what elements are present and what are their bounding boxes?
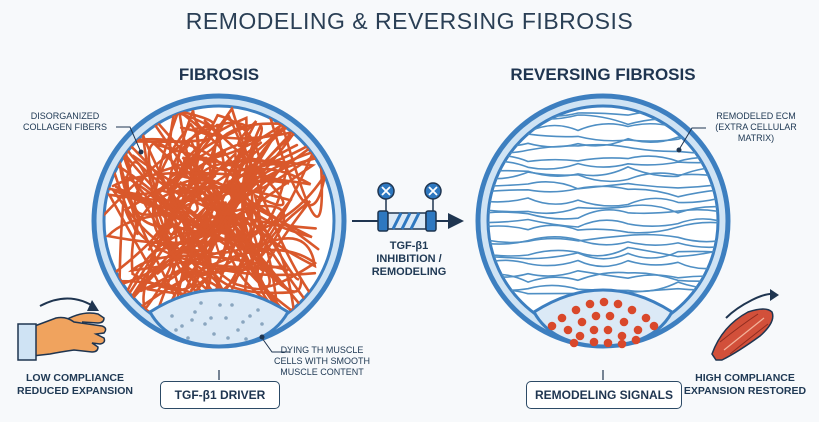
signal-dot xyxy=(603,338,613,348)
cell-dot xyxy=(170,314,174,318)
collagen-fiber xyxy=(116,126,301,330)
cell-dot xyxy=(186,336,190,340)
signal-dot xyxy=(571,305,581,315)
cell-dot xyxy=(203,322,207,326)
ecm-fiber xyxy=(488,171,718,183)
signal-dot xyxy=(563,325,573,335)
signal-dot xyxy=(599,297,609,307)
signal-dot xyxy=(633,325,643,335)
callout-dot xyxy=(676,147,682,153)
signal-dot xyxy=(631,335,641,345)
dying-cells xyxy=(170,301,264,341)
cell-dot xyxy=(174,328,178,332)
ecm-fiber xyxy=(488,195,718,207)
ecm-fiber xyxy=(488,160,718,170)
collagen-fiber xyxy=(130,141,290,322)
cell-dot xyxy=(190,318,194,322)
muscle-cell-pocket xyxy=(148,288,290,348)
collagen-fiber xyxy=(115,131,317,296)
callout-disorganized-fibers: DISORGANIZED COLLAGEN FIBERS xyxy=(22,111,108,132)
collagen-fibers xyxy=(104,106,334,336)
signal-dot xyxy=(649,321,659,331)
callout-dot xyxy=(138,149,144,155)
signal-dot xyxy=(569,338,579,348)
cell-dot xyxy=(180,324,184,328)
signal-dot xyxy=(627,305,637,315)
ecm-fiber xyxy=(488,218,718,228)
cell-dot xyxy=(199,301,203,305)
signal-dot xyxy=(589,325,599,335)
callout-remodeled-ecm: REMODELED ECM (EXTRA CELLULAR MATRIX) xyxy=(715,111,797,143)
signal-dot xyxy=(575,331,585,341)
curved-arrow-icon xyxy=(39,297,99,311)
signal-dot xyxy=(591,311,601,321)
signal-dot xyxy=(589,337,599,347)
cell-dot xyxy=(224,316,228,320)
signal-dot xyxy=(577,317,587,327)
reversing-fibrosis-heading: REVERSING FIBROSIS xyxy=(510,65,696,84)
high-compliance-label: HIGH COMPLIANCE EXPANSION RESTORED xyxy=(683,372,807,397)
syringe-icon xyxy=(352,210,448,232)
ecm-fiber xyxy=(488,250,718,260)
ecm-fiber xyxy=(488,221,718,234)
signal-dot xyxy=(613,299,623,309)
fibrosis-circle xyxy=(91,93,347,349)
collagen-fiber xyxy=(131,123,296,297)
tgf-driver-box: TGF-β1 DRIVER xyxy=(160,381,280,409)
fibrosis-heading: FIBROSIS xyxy=(178,65,260,84)
signal-dot xyxy=(619,317,629,327)
remodeling-signal-dots xyxy=(547,297,659,349)
cell-dot xyxy=(241,320,245,324)
callout-line-ecm xyxy=(679,127,706,149)
inhibit-x-icon xyxy=(424,182,442,212)
inhibition-label: TGF-β1 INHIBITION / REMODELING xyxy=(371,240,447,278)
low-compliance-label: LOW COMPLIANCE REDUCED EXPANSION xyxy=(17,372,133,397)
ecm-fiber xyxy=(488,208,718,220)
inhibit-x-icon xyxy=(377,182,395,212)
cell-dot xyxy=(230,303,234,307)
cell-dot xyxy=(212,332,216,336)
signal-dot xyxy=(547,321,557,331)
ecm-fiber xyxy=(488,204,718,215)
callout-line-fibers xyxy=(116,126,141,151)
callout-line-cells xyxy=(261,337,290,353)
cell-dot xyxy=(209,316,213,320)
ecm-fiber xyxy=(488,185,718,198)
ecm-fiber xyxy=(488,269,718,280)
signal-dot xyxy=(641,313,651,323)
callout-dying-cells: DYING TH MUSCLE CELLS WITH SMOOTH MUSCLE… xyxy=(273,345,370,377)
page-title: REMODELING & REVERSING FIBROSIS xyxy=(185,8,634,34)
cell-dot xyxy=(236,328,240,332)
signal-dot xyxy=(617,339,627,349)
signal-dot xyxy=(603,325,613,335)
cell-dot xyxy=(248,314,252,318)
ecm-fiber xyxy=(488,271,718,283)
signal-dot xyxy=(585,299,595,309)
ecm-fiber xyxy=(488,154,718,163)
signal-dot xyxy=(557,313,567,323)
ecm-fiber xyxy=(488,236,718,249)
cell-dot xyxy=(260,322,264,326)
ecm-fiber xyxy=(488,259,718,270)
ecm-fiber xyxy=(488,246,718,258)
cell-dot xyxy=(193,310,197,314)
cell-dot xyxy=(244,337,248,341)
hand-icon xyxy=(17,312,107,361)
right-arrow-icon xyxy=(448,213,464,229)
collagen-fiber xyxy=(147,128,334,255)
cell-dot xyxy=(256,308,260,312)
ecm-fiber xyxy=(488,143,718,154)
callout-dot xyxy=(259,334,265,340)
signal-dot xyxy=(617,331,627,341)
reversing-circle xyxy=(475,93,731,349)
signal-dot xyxy=(605,311,615,321)
cell-dot xyxy=(226,336,230,340)
cell-dot xyxy=(218,303,222,307)
remodeling-signals-box: REMODELING SIGNALS xyxy=(526,381,682,409)
muscle-icon xyxy=(711,289,779,361)
